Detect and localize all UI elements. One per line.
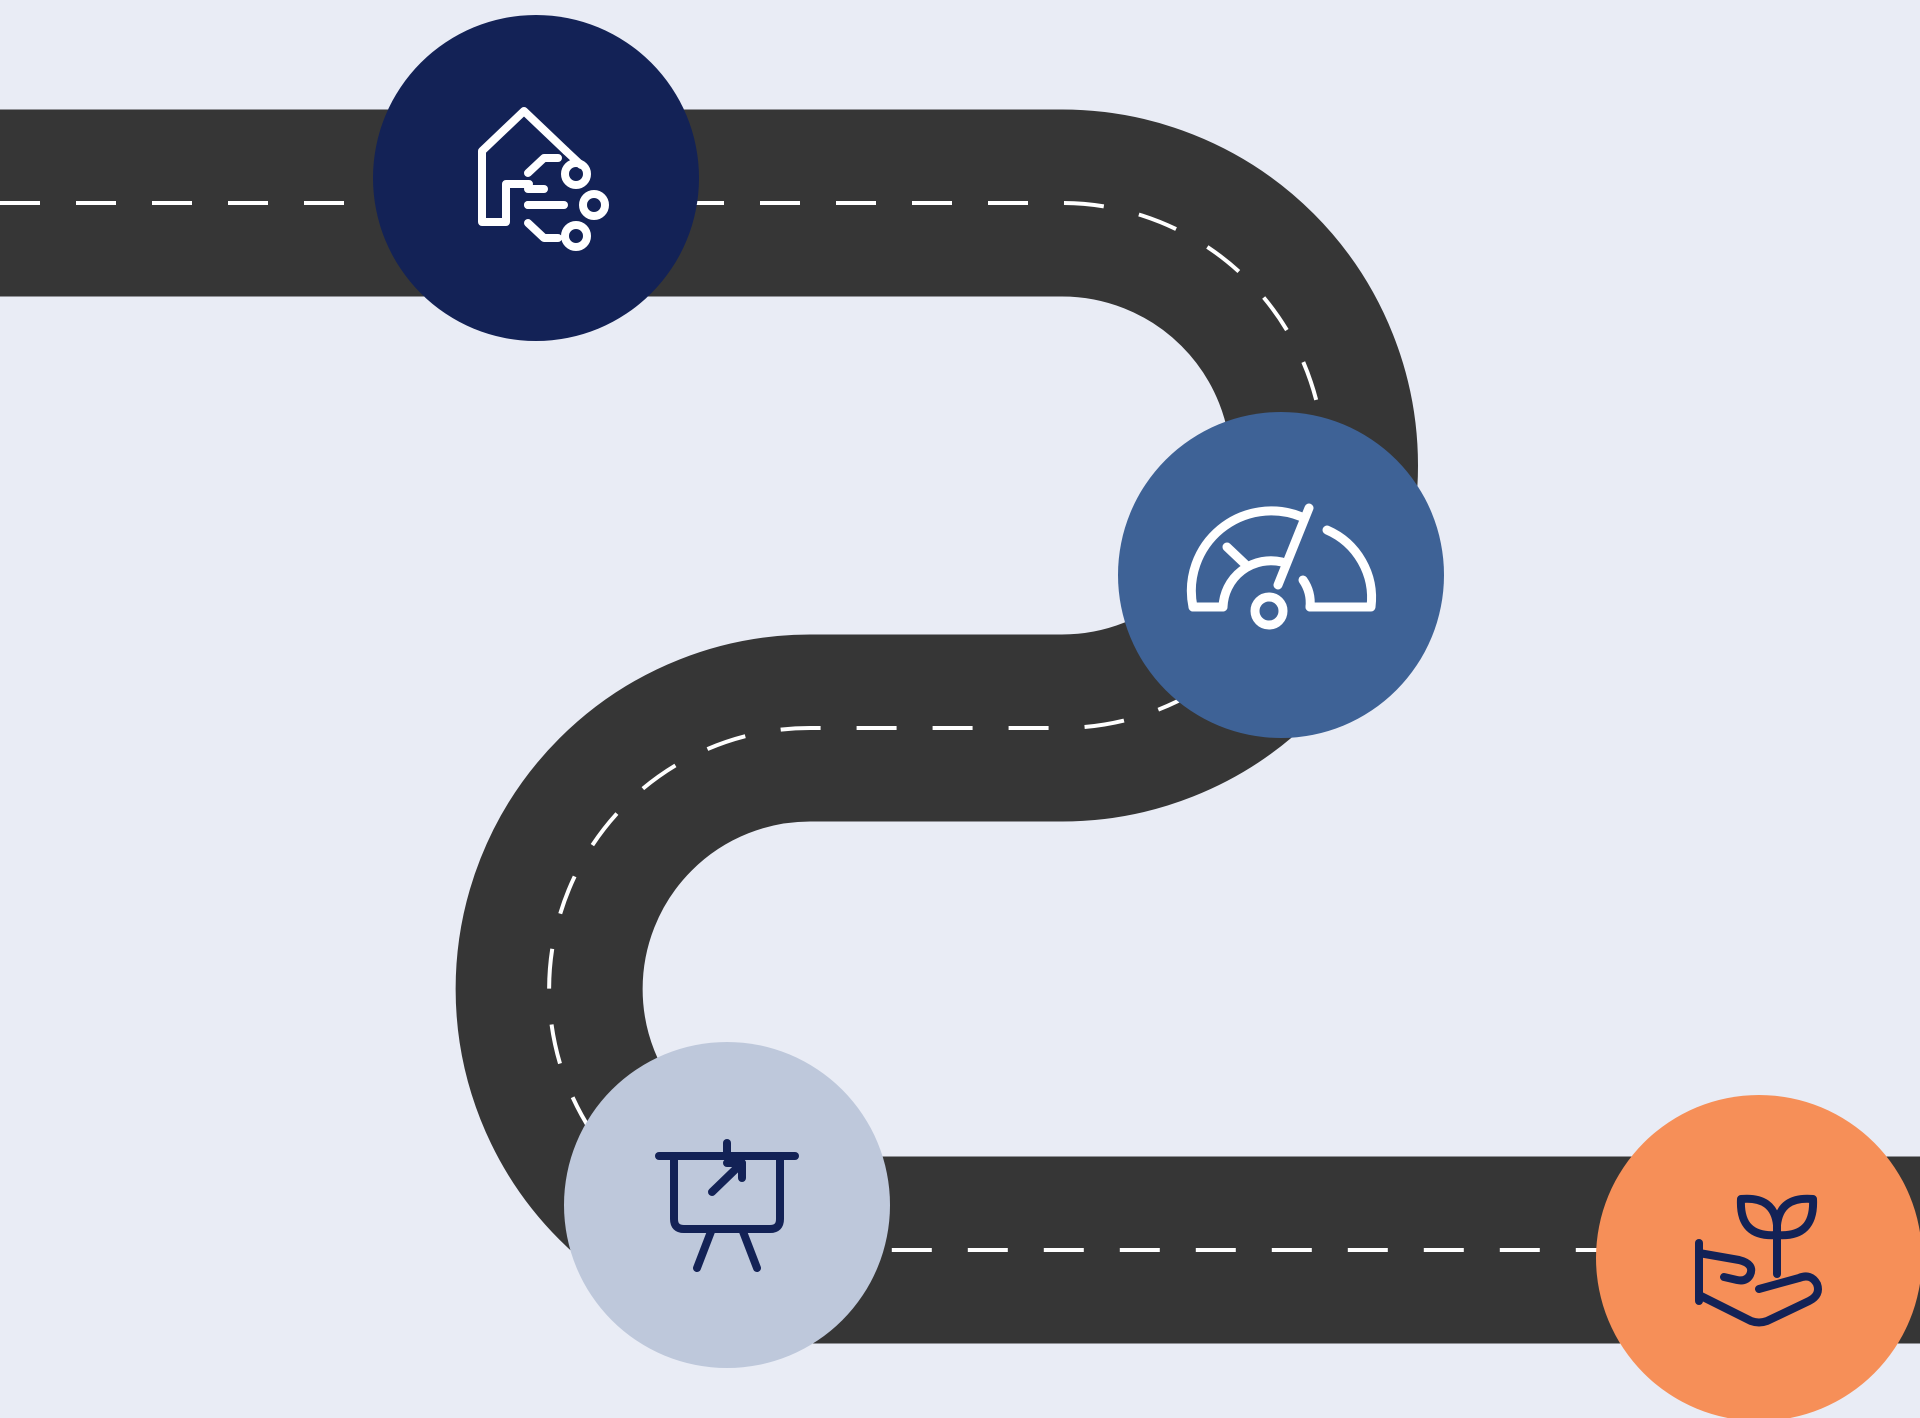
milestone-4 xyxy=(1596,1095,1920,1418)
milestone-4-circle xyxy=(1596,1095,1920,1418)
milestone-1 xyxy=(373,15,699,341)
presentation-board-growth-icon xyxy=(655,1139,799,1272)
milestone-3-circle xyxy=(564,1042,890,1368)
smart-home-network-icon xyxy=(478,107,609,251)
milestone-3 xyxy=(564,1042,890,1368)
hand-holding-plant-icon xyxy=(1695,1194,1822,1327)
speedometer-gauge-icon xyxy=(1186,503,1377,630)
lane-marking xyxy=(0,201,1920,1252)
road xyxy=(0,109,1920,1344)
milestone-1-circle xyxy=(373,15,699,341)
milestone-2 xyxy=(1118,412,1444,738)
